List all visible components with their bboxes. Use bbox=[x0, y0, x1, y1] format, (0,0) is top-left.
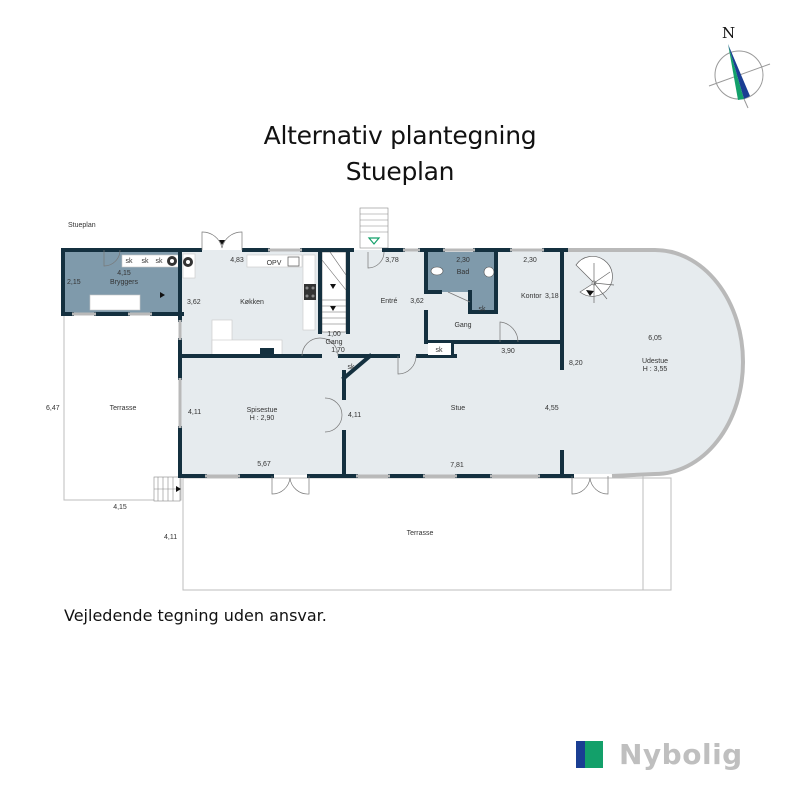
room-dimension: 4,11 bbox=[164, 534, 177, 541]
room-height: H : 3,55 bbox=[643, 366, 668, 373]
terrace-steps bbox=[153, 476, 181, 502]
door-arrow-icon bbox=[160, 292, 165, 298]
cabinet-label: sk bbox=[348, 364, 356, 371]
room-name-stue: Stue bbox=[451, 405, 466, 412]
compass-north-label: N bbox=[722, 24, 735, 42]
room-dimension: 6,47 bbox=[46, 405, 60, 412]
room-dimension: 4,11 bbox=[348, 412, 361, 419]
room-dimension: 4,15 bbox=[117, 270, 131, 277]
floor-label: Stueplan bbox=[68, 222, 96, 229]
sink-icon bbox=[287, 256, 300, 267]
cabinet-label: sk bbox=[156, 258, 164, 265]
room-dimension: 4,11 bbox=[188, 409, 201, 416]
logo-wordmark: Nybolig bbox=[619, 738, 743, 771]
opv-label: OPV bbox=[267, 260, 282, 267]
room-name-terrasse: Terrasse bbox=[110, 405, 137, 412]
logo-mark-icon bbox=[576, 741, 603, 768]
sk-cabinet bbox=[428, 343, 451, 355]
disclaimer-text: Vejledende tegning uden ansvar. bbox=[64, 606, 327, 625]
room-dimension: 3,62 bbox=[187, 299, 201, 306]
room-dimension: 8,20 bbox=[569, 360, 583, 367]
cabinet-label: sk bbox=[126, 258, 134, 265]
room-dimension: 1,00 bbox=[327, 331, 341, 338]
room-height: H : 2,90 bbox=[250, 415, 275, 422]
room-name-koekken: Køkken bbox=[240, 299, 264, 306]
fireplace-icon bbox=[260, 348, 274, 355]
room-name-kontor: Kontor bbox=[521, 293, 542, 300]
room-name-gang: Gang bbox=[454, 322, 471, 329]
bad-floor bbox=[428, 252, 495, 312]
staircase bbox=[321, 251, 347, 333]
plan-subtitle: Stueplan bbox=[345, 157, 455, 186]
compass-icon: N bbox=[708, 24, 771, 109]
room-dimension: 3,18 bbox=[545, 293, 559, 300]
room-dimension: 3,78 bbox=[385, 257, 399, 264]
basin-icon bbox=[483, 266, 495, 278]
room-name-spisestue: Spisestue bbox=[247, 407, 278, 414]
room-dimension: 2,30 bbox=[523, 257, 537, 264]
room-dimension: 3,62 bbox=[410, 298, 424, 305]
stairs-arrow-icon bbox=[330, 306, 336, 311]
room-dimension: 4,15 bbox=[113, 504, 127, 511]
room-name-bryggers: Bryggers bbox=[110, 279, 139, 286]
room-dimension: 5,67 bbox=[257, 461, 271, 468]
floor-fill bbox=[180, 250, 743, 475]
room-name-terrasse: Terrasse bbox=[407, 530, 434, 537]
kitchen-counters bbox=[89, 253, 316, 356]
room-dimension: 2,30 bbox=[456, 257, 470, 264]
room-dimension: 4,55 bbox=[545, 405, 559, 412]
entrance-steps bbox=[359, 207, 389, 249]
door-arrow-icon bbox=[219, 240, 225, 245]
spiral-arrow-icon bbox=[586, 290, 594, 296]
room-name-gang: Gang bbox=[325, 339, 342, 346]
cabinet-label: sk bbox=[479, 306, 487, 313]
entrance-arrow-icon bbox=[367, 237, 381, 245]
plan-title: Alternativ plantegning bbox=[263, 121, 537, 150]
terrasse-south bbox=[182, 477, 672, 591]
cabinet-label: sk bbox=[142, 258, 150, 265]
udestue-glass-wall bbox=[568, 248, 745, 478]
nybolig-logo: Nybolig bbox=[576, 738, 743, 771]
windows bbox=[72, 248, 544, 478]
room-dimension: 3,90 bbox=[501, 348, 515, 355]
room-dimension: 6,05 bbox=[648, 335, 662, 342]
doors bbox=[103, 231, 609, 495]
spiral-staircase bbox=[575, 256, 615, 303]
room-name-udestue: Udestue bbox=[642, 358, 668, 365]
room-name-bad: Bad bbox=[457, 269, 470, 276]
toilet-icon bbox=[430, 266, 444, 276]
room-dimension: 2,15 bbox=[67, 279, 81, 286]
room-dimension: 1,70 bbox=[331, 347, 345, 354]
room-dimension: 7,81 bbox=[450, 462, 464, 469]
room-name-entre: Entré bbox=[381, 298, 398, 305]
stove-icon bbox=[304, 284, 316, 300]
stairs-arrow-icon bbox=[330, 284, 336, 289]
room-dimension: 4,83 bbox=[230, 257, 244, 264]
washing-machine-icon bbox=[167, 256, 193, 267]
cabinet-label: sk bbox=[436, 347, 444, 354]
walls bbox=[61, 248, 574, 478]
terrace-step-arrow-icon bbox=[176, 486, 181, 492]
